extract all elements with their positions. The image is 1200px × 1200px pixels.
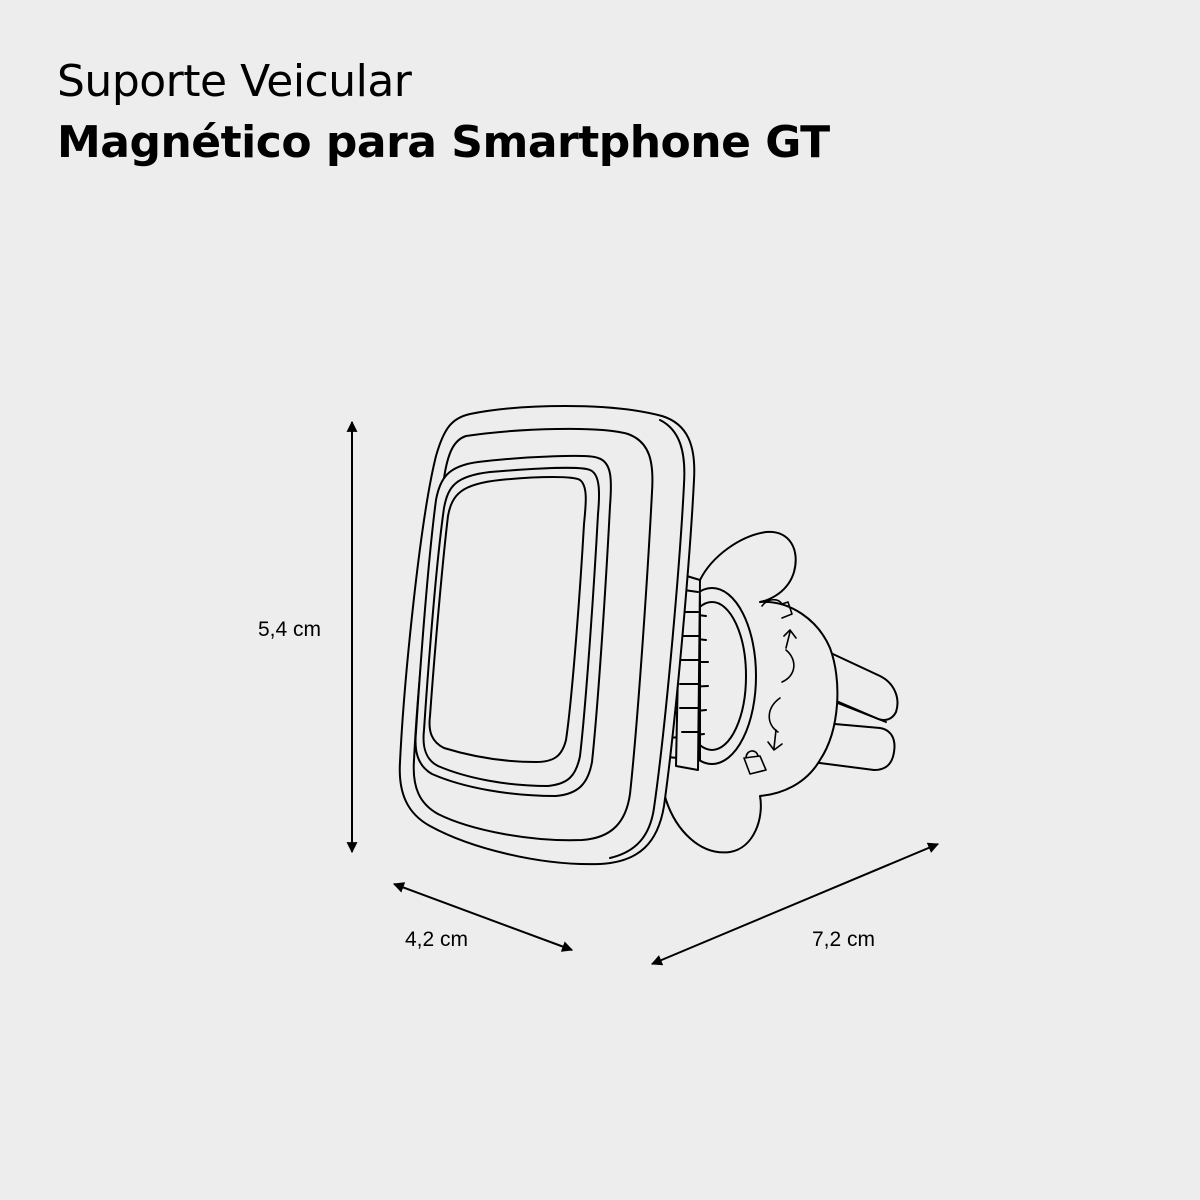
- depth-dimension-label: 7,2 cm: [812, 928, 876, 951]
- magnetic-head: [398, 405, 696, 866]
- rotating-collar: [655, 573, 757, 771]
- width-dimension-label: 4,2 cm: [405, 928, 469, 951]
- car-vent-mount-illustration: [398, 405, 899, 866]
- depth-dimension-line: [650, 842, 940, 966]
- product-title-line-2: Magnético para Smartphone GT: [57, 117, 830, 168]
- vent-clip-prongs: [811, 647, 899, 771]
- height-dimension-label: 5,4 cm: [258, 618, 322, 641]
- width-dimension-line: [392, 882, 574, 952]
- product-title-line-1: Suporte Veicular: [57, 56, 412, 107]
